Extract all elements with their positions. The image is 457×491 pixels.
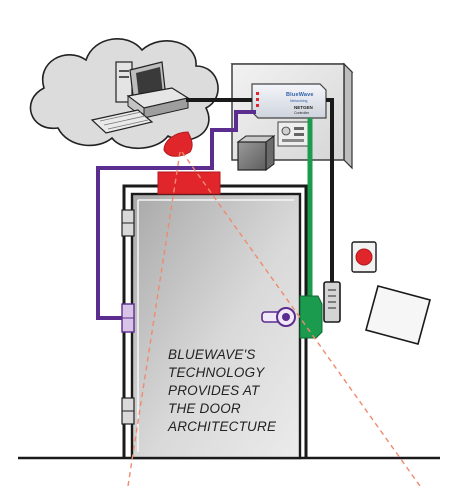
caption-line: PROVIDES AT	[168, 383, 260, 398]
access-card	[365, 285, 431, 345]
caption-line: TECHNOLOGY	[168, 365, 265, 380]
exit-button	[351, 241, 377, 273]
power-supply	[236, 135, 276, 171]
controller-board	[251, 83, 327, 119]
sensor-beams	[127, 151, 421, 487]
door-hinge-middle	[121, 303, 135, 333]
door-hinge-bottom	[121, 397, 135, 425]
motion-sensor	[163, 131, 193, 157]
controller-brand: BlueWave	[286, 92, 314, 98]
caption-line: BLUEWAVE'S	[168, 347, 256, 362]
terminal-board	[277, 121, 309, 147]
controller-brand-sub: Networking	[290, 99, 308, 103]
door-hinge-top	[121, 209, 135, 237]
caption-line: ARCHITECTURE	[168, 419, 277, 434]
magnetic-lock	[157, 171, 221, 195]
lock-wiring	[96, 110, 268, 320]
door-sensor	[299, 295, 323, 339]
caption-line: THE DOOR	[168, 401, 241, 416]
diagram-caption: BLUEWAVE'S TECHNOLOGY PROVIDES AT THE DO…	[168, 346, 298, 436]
card-reader	[323, 281, 341, 323]
reader-cable	[326, 98, 334, 290]
controller-model: NETGEN	[294, 105, 313, 110]
door-handle	[261, 307, 296, 327]
controller-model-sub: Controller	[294, 111, 310, 115]
computer-icon	[90, 61, 190, 134]
